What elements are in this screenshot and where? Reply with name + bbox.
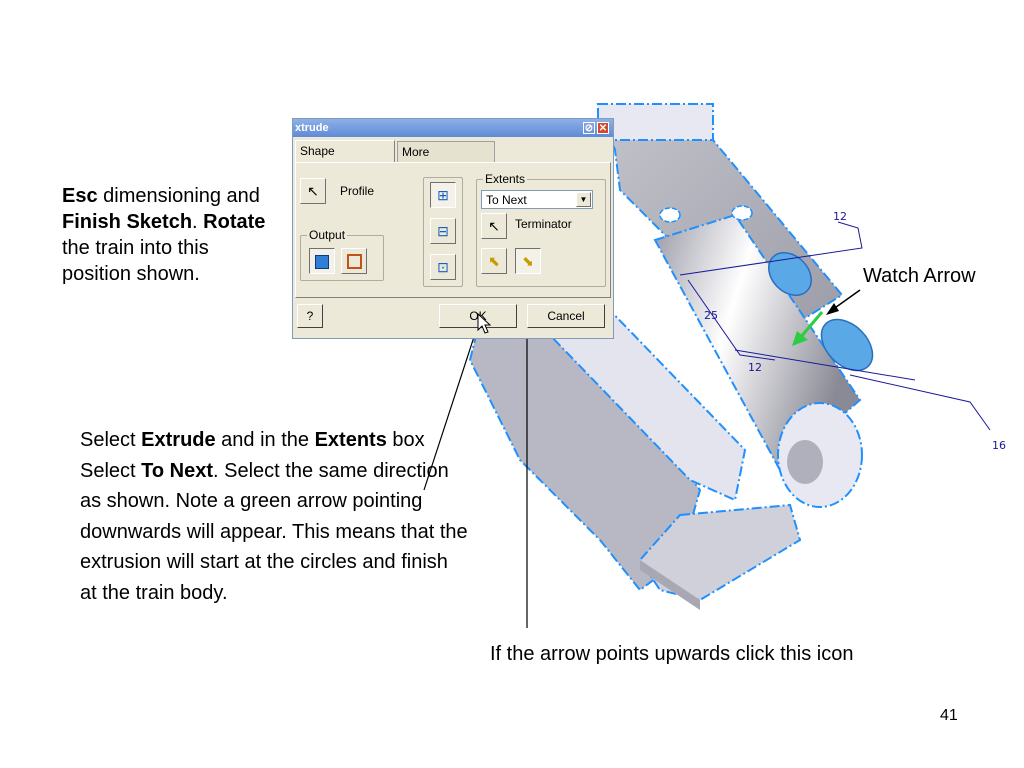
- join-operation-button[interactable]: ⊞: [430, 182, 456, 208]
- watch-arrow-pointer: [826, 289, 861, 315]
- terminator-select-button[interactable]: ↖: [481, 213, 507, 239]
- intersect-operation-button[interactable]: ⊡: [430, 254, 456, 280]
- tab-more[interactable]: More: [397, 141, 495, 162]
- chevron-down-icon[interactable]: ▼: [576, 192, 591, 207]
- cut-icon: ⊟: [437, 223, 449, 239]
- solid-cube-icon: [315, 255, 329, 269]
- instruction-extrude-text: Select Extrude and in the Extents box Se…: [80, 429, 468, 604]
- terminator-label: Terminator: [515, 217, 572, 231]
- dialog-titlebar[interactable]: xtrude ⊘ ✕: [293, 119, 613, 137]
- dimension-lines: [679, 221, 991, 431]
- surface-icon: [346, 254, 362, 269]
- instruction-esc-text: Esc dimensioning and Finish Sketch. Rota…: [62, 185, 266, 285]
- body-front-foot: [638, 503, 802, 610]
- output-group: Output: [300, 228, 384, 281]
- intersect-icon: ⊡: [437, 259, 449, 275]
- dimension-25: 25: [704, 309, 718, 322]
- extents-dropdown[interactable]: To Next ▼: [481, 190, 593, 209]
- extents-group: Extents: [476, 172, 606, 287]
- dialog-title: xtrude: [295, 122, 329, 134]
- page-number: 41: [940, 707, 958, 724]
- cancel-button[interactable]: Cancel: [527, 304, 605, 328]
- profile-label: Profile: [340, 184, 375, 198]
- profile-circle-bottom: [820, 318, 874, 372]
- tab-shape[interactable]: Shape: [295, 140, 395, 163]
- profile-circle-top: [768, 252, 812, 296]
- icon-caption: If the arrow points upwards click this i…: [490, 643, 854, 665]
- join-icon: ⊞: [437, 187, 449, 203]
- close-icon[interactable]: ✕: [597, 122, 609, 134]
- pin-icon[interactable]: ⊘: [583, 122, 595, 134]
- extrude-dialog: xtrude ⊘ ✕ Shape More ↖ Profile Output ⊞: [292, 118, 614, 339]
- direction-arrow-down-icon: ⬊: [522, 253, 534, 269]
- cursor-arrow-icon: ↖: [488, 218, 500, 234]
- watch-arrow-caption: Watch Arrow: [863, 265, 976, 287]
- output-solid-button[interactable]: [309, 248, 335, 274]
- operation-group: ⊞ ⊟ ⊡: [423, 177, 463, 287]
- profile-select-button[interactable]: ↖: [300, 178, 326, 204]
- output-group-label: Output: [307, 228, 348, 242]
- help-button[interactable]: ?: [297, 304, 323, 328]
- dimension-12-top: 12: [833, 210, 847, 223]
- cut-operation-button[interactable]: ⊟: [430, 218, 456, 244]
- dimension-16: 16: [992, 439, 1006, 452]
- mouse-cursor-icon: [477, 313, 492, 334]
- extents-group-label: Extents: [483, 172, 528, 186]
- direction-flip-button[interactable]: ⬉: [481, 248, 507, 274]
- direction-default-button[interactable]: ⬊: [515, 248, 541, 274]
- cursor-arrow-icon: ↖: [307, 183, 319, 199]
- direction-arrow-icon: ⬉: [488, 253, 500, 269]
- extents-dropdown-value: To Next: [486, 193, 527, 207]
- body-cylinder: [653, 213, 863, 508]
- output-surface-button[interactable]: [341, 248, 367, 274]
- green-direction-arrow: [792, 311, 824, 346]
- dimension-12-mid: 12: [748, 361, 762, 374]
- shape-panel: ↖ Profile Output ⊞ ⊟ ⊡ E: [295, 162, 611, 298]
